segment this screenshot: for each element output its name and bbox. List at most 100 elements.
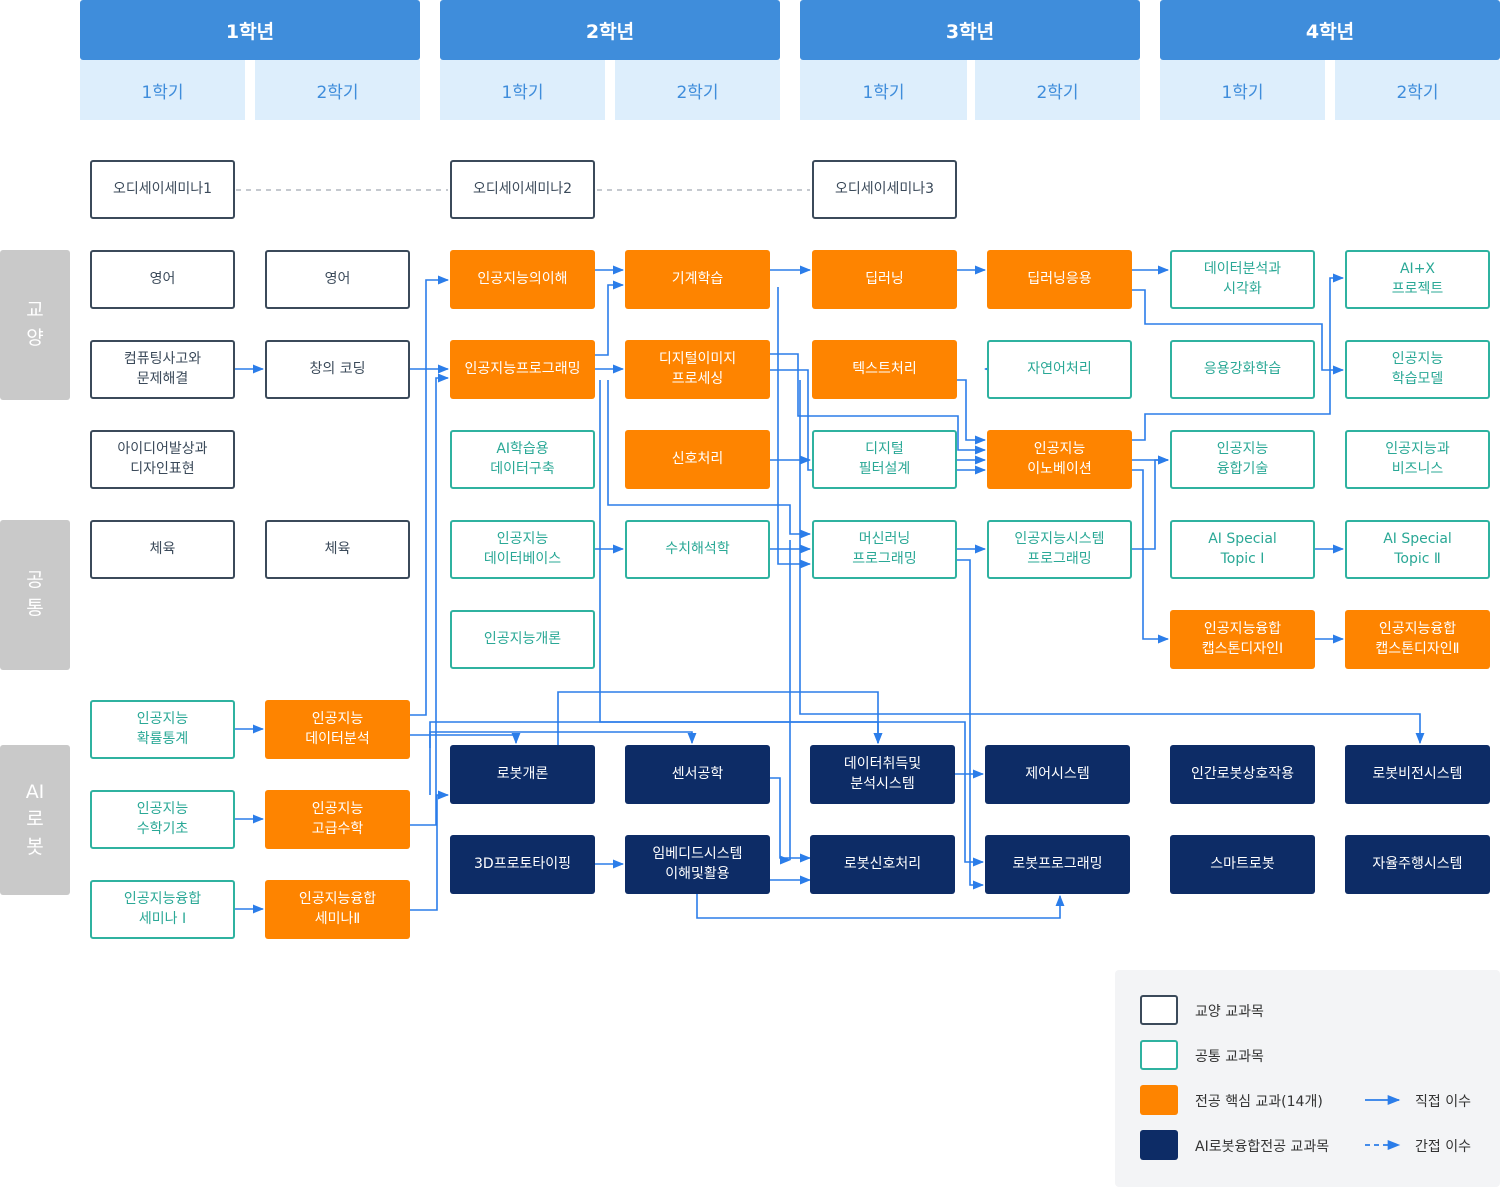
legend-swatch-core	[1140, 1085, 1178, 1115]
side-label-common: 공 통	[0, 520, 70, 670]
semester-header: 2학기	[615, 60, 780, 120]
direct-link	[777, 287, 812, 569]
course-smart-robot: 스마트로봇	[1170, 835, 1315, 894]
course-data-acquisition: 데이터취득및 분석시스템	[810, 745, 955, 804]
course-robot-vision: 로봇비전시스템	[1345, 745, 1490, 804]
course-english-1: 영어	[90, 250, 235, 309]
course-pe-2: 체육	[265, 520, 410, 579]
course-ai-database: 인공지능 데이터베이스	[450, 520, 595, 579]
course-seminar-3: 오디세이세미나3	[812, 160, 957, 219]
course-data-analysis-visualization: 데이터분석과 시각화	[1170, 250, 1315, 309]
course-sensor-engineering: 센서공학	[625, 745, 770, 804]
course-seminar-2: 오디세이세미나2	[450, 160, 595, 219]
course-ai-data-analysis: 인공지능 데이터분석	[265, 700, 410, 759]
course-seminar-1: 오디세이세미나1	[90, 160, 235, 219]
course-ai-programming: 인공지능프로그래밍	[450, 340, 595, 399]
direct-link	[770, 777, 812, 863]
legend: 교양 교과목 공통 교과목 전공 핵심 교과(14개) AI로봇융합전공 교과목…	[1115, 970, 1500, 1187]
course-control-system: 제어시스템	[985, 745, 1130, 804]
direct-link	[1132, 469, 1170, 644]
course-ai-understanding: 인공지능의이해	[450, 250, 595, 309]
semester-header: 2학기	[975, 60, 1140, 120]
semester-header: 2학기	[255, 60, 420, 120]
course-signal-processing: 신호처리	[625, 430, 770, 489]
course-robot-intro: 로봇개론	[450, 745, 595, 804]
course-autonomous-driving: 자율주행시스템	[1345, 835, 1490, 894]
course-ai-special-topic-1: AI Special Topic Ⅰ	[1170, 520, 1315, 579]
legend-swatch-common	[1140, 1040, 1178, 1070]
course-machine-learning: 기계학습	[625, 250, 770, 309]
legend-label-core: 전공 핵심 교과(14개)	[1195, 1094, 1323, 1110]
semester-header: 2학기	[1335, 60, 1500, 120]
course-pe-1: 체육	[90, 520, 235, 579]
course-robot-signal: 로봇신호처리	[810, 835, 955, 894]
course-ai-business: 인공지능과 비즈니스	[1345, 430, 1490, 489]
direct-link	[595, 280, 625, 356]
legend-swatch-ai-robot	[1140, 1130, 1178, 1160]
course-robot-programming: 로봇프로그래밍	[985, 835, 1130, 894]
course-digital-filter: 디지털 필터설계	[812, 430, 957, 489]
legend-label-liberal: 교양 교과목	[1195, 1004, 1264, 1020]
course-english-2: 영어	[265, 250, 410, 309]
course-hri: 인간로봇상호작용	[1170, 745, 1315, 804]
direct-link	[957, 379, 987, 445]
direct-link	[696, 894, 1065, 919]
course-ai-intro: 인공지능개론	[450, 610, 595, 669]
direct-link	[1132, 455, 1170, 550]
course-capstone-1: 인공지능융합 캡스톤디자인Ⅰ	[1170, 610, 1315, 669]
course-ai-math-basic: 인공지능 수학기초	[90, 790, 235, 849]
legend-label-ai-robot: AI로봇융합전공 교과목	[1195, 1139, 1330, 1155]
course-ai-seminar-1: 인공지능융합 세미나 Ⅰ	[90, 880, 235, 939]
course-ai-data-build: AI학습용 데이터구축	[450, 430, 595, 489]
course-ai-x-project: AI+X 프로젝트	[1345, 250, 1490, 309]
direct-link	[557, 691, 883, 745]
semester-header: 1학기	[1160, 60, 1325, 120]
course-nlp: 자연어처리	[987, 340, 1132, 399]
course-ai-advanced-math: 인공지능 고급수학	[265, 790, 410, 849]
course-creative-coding: 창의 코딩	[265, 340, 410, 399]
course-dl-application: 딥러닝응용	[987, 250, 1132, 309]
legend-label-common: 공통 교과목	[1195, 1049, 1264, 1065]
legend-swatch-liberal	[1140, 995, 1178, 1025]
direct-link	[1132, 289, 1345, 375]
year-4-header: 4학년	[1160, 0, 1500, 60]
side-label-liberal: 교 양	[0, 250, 70, 400]
semester-header: 1학기	[80, 60, 245, 120]
side-label-ai-robot: AI 로 봇	[0, 745, 70, 895]
legend-label-indirect: 간접 이수	[1415, 1139, 1471, 1155]
course-ai-learning-model: 인공지능 학습모델	[1345, 340, 1490, 399]
direct-link	[799, 380, 1425, 745]
direct-link	[429, 721, 985, 867]
course-ml-programming: 머신러닝 프로그래밍	[812, 520, 957, 579]
direct-link	[410, 790, 450, 911]
direct-link	[410, 275, 450, 716]
course-capstone-2: 인공지능융합 캡스톤디자인Ⅱ	[1345, 610, 1490, 669]
course-ai-seminar-2: 인공지능융합 세미나Ⅱ	[265, 880, 410, 939]
course-deep-learning: 딥러닝	[812, 250, 957, 309]
direct-link	[1132, 273, 1345, 441]
course-idea-design: 아이디어발상과 디자인표현	[90, 430, 235, 489]
course-embedded-system: 임베디드시스템 이해및활용	[625, 835, 770, 894]
course-digital-image: 디지털이미지 프로세싱	[625, 340, 770, 399]
legend-arrow-icons	[1365, 1094, 1401, 1150]
semester-header: 1학기	[440, 60, 605, 120]
course-ai-convergence-tech: 인공지능 융합기술	[1170, 430, 1315, 489]
legend-label-direct: 직접 이수	[1415, 1094, 1471, 1110]
course-3d-prototyping: 3D프로토타이핑	[450, 835, 595, 894]
course-computing-thinking: 컴퓨팅사고와 문제해결	[90, 340, 235, 399]
direct-link	[607, 380, 812, 539]
course-ai-innovation: 인공지능 이노베이션	[987, 430, 1132, 489]
course-text-processing: 텍스트처리	[812, 340, 957, 399]
course-applied-rl: 응용강화학습	[1170, 340, 1315, 399]
course-ai-special-topic-2: AI Special Topic Ⅱ	[1345, 520, 1490, 579]
direct-link	[410, 373, 450, 826]
year-2-header: 2학년	[440, 0, 780, 60]
course-ai-probability: 인공지능 확률통계	[90, 700, 235, 759]
direct-link	[770, 353, 987, 455]
year-1-header: 1학년	[80, 0, 420, 60]
semester-header: 1학기	[800, 60, 967, 120]
year-3-header: 3학년	[800, 0, 1140, 60]
direct-link	[429, 731, 697, 795]
direct-link	[410, 732, 521, 745]
